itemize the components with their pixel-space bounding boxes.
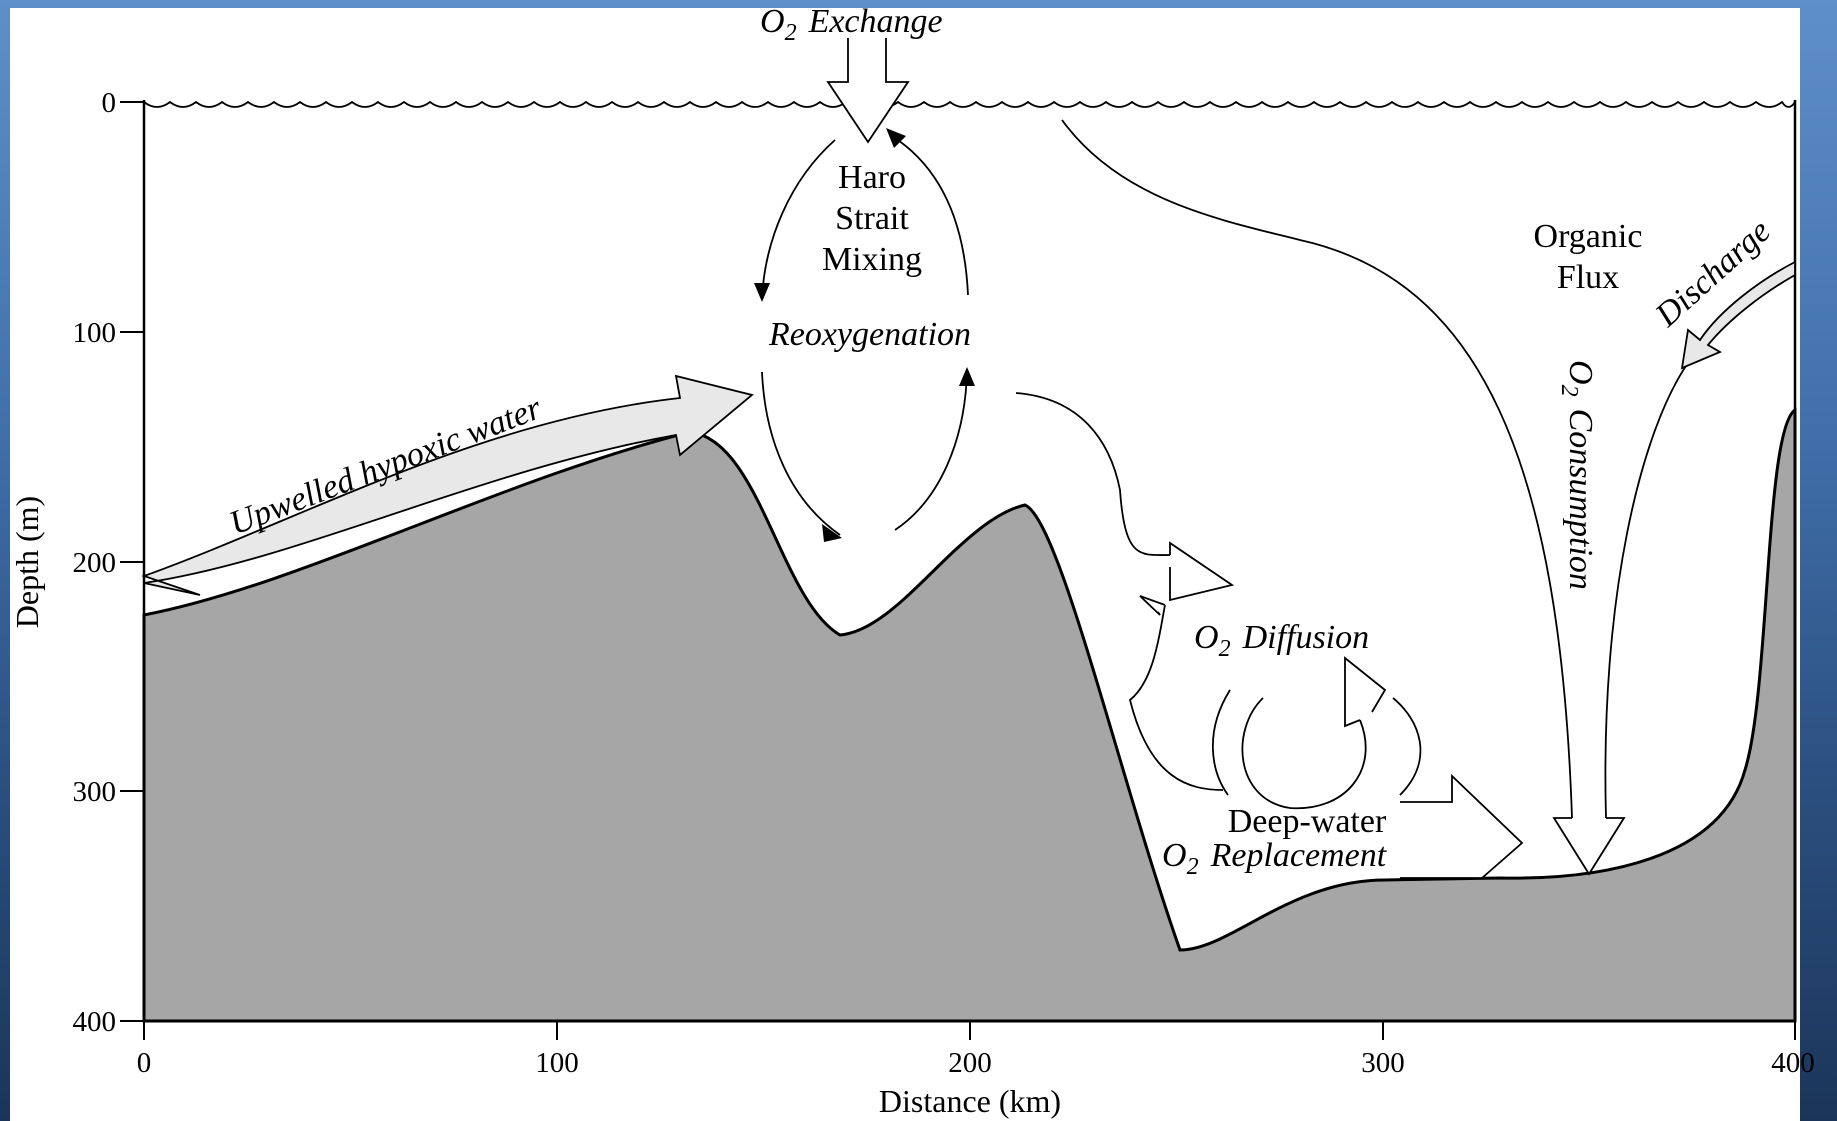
o2-consumption-label: O2Consumption xyxy=(1556,360,1599,590)
replacement-swirl xyxy=(1241,697,1367,810)
x-tick-label-400: 400 xyxy=(1771,1047,1815,1079)
x-axis-label: Distance (km) xyxy=(879,1083,1061,1119)
o2-diffusion-word: Diffusion xyxy=(1242,619,1370,656)
diffusion-lower-arrowhead xyxy=(1139,595,1166,616)
o2-replacement-word: Replacement xyxy=(1210,837,1388,874)
mixing-arrowhead-1 xyxy=(754,283,770,302)
ocean-oxygen-diagram: 0 100 200 300 400 0 100 200 300 400 Dist… xyxy=(9,3,1815,1119)
y-ticks: 0 100 200 300 400 xyxy=(73,87,144,1038)
sea-surface-waves xyxy=(143,100,1796,108)
o2-exchange-symbol: O xyxy=(760,3,785,40)
o2-consumption-word: Consumption xyxy=(1562,409,1599,590)
o2-exchange-word: Exchange xyxy=(808,3,943,40)
x-tick-label-200: 200 xyxy=(948,1047,992,1079)
diffusion-upper-curve xyxy=(1015,392,1171,556)
discharge-arrow xyxy=(1680,260,1796,370)
o2-diffusion-symbol: O xyxy=(1194,619,1219,656)
mixing-arrowhead-3 xyxy=(822,524,842,542)
o2-exchange-subscript: 2 xyxy=(785,20,797,46)
x-ticks: 0 100 200 300 400 xyxy=(137,1021,1815,1079)
mixing-left-lower-curve xyxy=(761,371,841,536)
mixing-left-upper-curve xyxy=(761,139,836,299)
haro-label-line1: Haro xyxy=(838,159,906,196)
consumption-right-curve xyxy=(1604,359,1691,819)
y-tick-label-0: 0 xyxy=(102,87,117,119)
discharge-label: Discharge xyxy=(1648,213,1778,335)
diagram-panel: 0 100 200 300 400 0 100 200 300 400 Dist… xyxy=(9,3,1815,1121)
mixing-right-lower-curve xyxy=(894,371,968,531)
replacement-outflow-arrow xyxy=(1400,773,1524,879)
mixing-arrowhead-2 xyxy=(886,128,906,148)
x-tick-label-300: 300 xyxy=(1361,1047,1405,1079)
haro-label-line2: Strait xyxy=(835,200,909,237)
o2-replacement-subscript: 2 xyxy=(1187,854,1199,880)
haro-label-line3: Mixing xyxy=(822,241,922,278)
o2-consumption-subscript: 2 xyxy=(1556,385,1582,397)
x-tick-label-0: 0 xyxy=(137,1047,152,1079)
reoxygenation-label: Reoxygenation xyxy=(768,316,971,353)
o2-consumption-symbol: O xyxy=(1562,360,1599,385)
mixing-arrowhead-4 xyxy=(959,367,975,386)
replacement-left-curve xyxy=(1212,689,1231,796)
o2-replacement-label: O2 Replacement xyxy=(1162,837,1388,880)
o2-diffusion-label: O2 Diffusion xyxy=(1194,619,1369,662)
o2-consumption-arrow xyxy=(1552,817,1626,876)
organic-label-line1: Organic xyxy=(1534,218,1643,255)
diffusion-upper-arrowhead xyxy=(1169,541,1235,602)
o2-replacement-symbol: O xyxy=(1162,837,1187,874)
deepwater-label: Deep-water xyxy=(1228,803,1387,840)
diffusion-lower-curve xyxy=(1128,604,1224,791)
organic-label-line2: Flux xyxy=(1557,259,1619,296)
o2-exchange-arrow xyxy=(826,38,910,144)
y-axis-label: Depth (m) xyxy=(9,496,45,628)
o2-diffusion-subscript: 2 xyxy=(1219,636,1231,662)
replacement-swirl-arrowhead xyxy=(1344,656,1387,728)
y-tick-label-200: 200 xyxy=(73,547,117,579)
y-tick-label-100: 100 xyxy=(73,317,117,349)
mixing-right-upper-curve xyxy=(891,135,969,296)
x-tick-label-100: 100 xyxy=(535,1047,579,1079)
o2-exchange-label: O2 Exchange xyxy=(760,3,943,46)
replacement-right-curve xyxy=(1392,697,1422,796)
organic-flux-curve xyxy=(1061,119,1573,819)
y-tick-label-300: 300 xyxy=(73,776,117,808)
y-tick-label-400: 400 xyxy=(73,1006,117,1038)
upwelled-water-arrow xyxy=(141,374,754,596)
